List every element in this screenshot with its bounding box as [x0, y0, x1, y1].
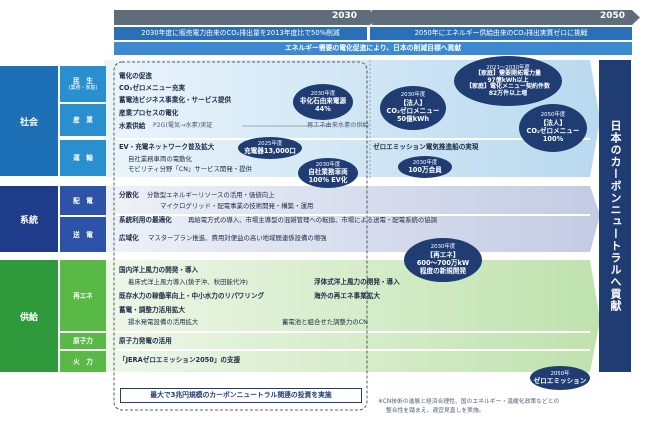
carbon-neutral-contribution-banner: 日本のカーボンニュートラルへ貢献	[599, 60, 631, 372]
bubble-non-fossil-44-year: 2030年度	[310, 90, 336, 97]
subcategory-distribution: 配 電	[60, 186, 106, 215]
supply-item-battery-cn: 蓄電池と組合せた調整力のCN	[282, 318, 368, 326]
bubble-renewable-value: 600～700万kW	[416, 259, 470, 268]
supply-item-offshore-wind: 国内洋上風力の開発・導入	[119, 266, 199, 274]
grid-item-redispatch: 再給電方式の導入、市場主導型の混雑管理への転換、市場による送電・配電系統の協調	[188, 216, 438, 224]
supply-item-pumped-hydro: 揚水発電設備の活用拡大	[128, 318, 199, 326]
bubble-corporate-co2-zero-2050: 2050年度 【法人】 CO₂ゼロメニュー 100%	[519, 104, 587, 152]
bubble-household-contracts-value: 82万件以上増	[488, 89, 528, 97]
society-item-battery-business: 蓄電池ビジネス事業化・サービス提供	[119, 96, 232, 104]
carbon-neutral-contribution-label: 日本のカーボンニュートラルへ貢献	[609, 120, 622, 312]
bubble-corp2030-label: CO₂ゼロメニュー	[386, 107, 440, 116]
subcategory-consumer-label: 民 生	[73, 77, 93, 85]
bubble-renewable-year: 2030年度	[430, 244, 456, 251]
bubble-renewable-segment: 【再エネ】	[426, 250, 460, 259]
grid-item-wide-area: 広域化	[119, 234, 139, 242]
society-item-industrial-electrification: 産業プロセスの電化	[119, 109, 179, 117]
category-grid: 系統	[0, 186, 58, 252]
subcategory-thermal: 火 力	[60, 351, 106, 372]
supply-item-jera: 「JERAゼロエミッション2050」の支援	[119, 356, 241, 364]
category-society: 社会	[0, 66, 58, 176]
goal-2030-banner: 2030年度に販売電力由来のCO₂排出量を2013年度比で50%削減	[114, 27, 367, 40]
bubble-corp2050-segment: 【法人】	[539, 118, 567, 127]
subcategory-consumer-note: (業務・家庭)	[68, 85, 98, 91]
investment-banner: 最大で3兆円規模のカーボンニュートラル関連の投資を実施	[120, 388, 362, 403]
bubble-non-fossil-44-value: 44%	[315, 105, 331, 114]
footnote-line-2: 整合性を踏まえ、適宜見直しを実施。	[386, 408, 485, 414]
bubble-household-demand-value: 97億kWh以上	[487, 76, 529, 84]
subcategory-nuclear: 原子力	[60, 333, 106, 349]
society-item-zero-emission-ship: ゼロエミッション電気推進船の実現	[373, 143, 479, 151]
grid-item-decentralization: 分散化	[119, 191, 139, 199]
bubble-fleet-ev-year: 2030年度	[315, 161, 341, 168]
bubble-zero-emission-label: ゼロエミッション	[533, 377, 587, 386]
bubble-household-contracts-label: 【家庭】電化メニュー契約件数	[465, 83, 550, 91]
subcategory-transport: 運 輸	[60, 140, 106, 176]
society-item-ev-network: EV・充電ネットワーク普及拡大	[119, 143, 215, 151]
bubble-fleet-ev-value: 100% EV化	[308, 176, 348, 185]
supply-item-storage: 蓄電・調整力活用拡大	[119, 306, 185, 314]
bubble-fleet-ev-label: 自社業務車両	[308, 168, 348, 177]
subcategory-transmission: 送 電	[60, 217, 106, 252]
bubble-zero-emission-2050: 2050年 ゼロエミッション	[530, 366, 590, 390]
grid-item-optimization: 系統利用の最適化	[119, 216, 172, 224]
electrification-banner: エネルギー需要の電化促進により、日本の削減目標へ貢献	[114, 42, 632, 55]
category-supply: 供給	[0, 260, 58, 372]
year-2030-label: 2030	[332, 11, 358, 21]
grid-item-microgrid: マイクログリッド・配電事業の技術開発・構築・運用	[160, 202, 314, 210]
society-item-fleet-electrification: 自社業務車両の電動化	[128, 155, 192, 163]
bubble-members-value: 100万会員	[408, 166, 442, 175]
subcategory-consumer: 民 生 (業務・家庭)	[60, 66, 106, 102]
grid-item-der: 分散型エネルギーリソースの活用・価値向上	[147, 191, 275, 199]
bubble-chargers: 2025年度 充電器13,000口	[238, 137, 302, 159]
society-item-p2g: P2G(電気→水素)実証	[153, 122, 213, 129]
bubble-non-fossil-44: 2030年度 非化石由来電源 44%	[293, 84, 353, 120]
footnote-line-1: ※CN技術の進展と経済合理性、国のエネルギー・温暖化政策などとの	[378, 399, 560, 405]
society-item-electrification: 電化の促進	[119, 72, 152, 80]
bubble-corp2030-value: 50億kWh	[396, 115, 430, 124]
bubble-household-demand-label: 【家庭】需要開拓電力量	[474, 70, 541, 78]
grid-item-masterplan: マスタープラン推進、費用対便益の高い地域間連係設備の増強	[148, 234, 327, 242]
bubble-chargers-value: 充電器13,000口	[244, 147, 296, 156]
bubble-chargers-year: 2025年度	[257, 140, 283, 147]
bubble-corp2050-value: 100%	[542, 135, 564, 144]
bubble-renewable-label: 程度の新規開発	[419, 267, 467, 276]
society-item-hydrogen: 水素供給	[119, 122, 146, 130]
bubble-corp2030-year: 2030年度	[400, 92, 426, 99]
bubble-members-year: 2030年度	[412, 159, 438, 166]
bubble-non-fossil-44-label: 非化石由来電源	[299, 97, 347, 106]
bubble-zero-emission-year: 2050年	[550, 370, 570, 377]
subcategory-renewable: 再エネ	[60, 260, 106, 331]
goal-2050-banner: 2050年にエネルギー供給由来のCO₂排出実質ゼロに挑戦	[370, 27, 632, 40]
supply-item-fixed-offshore: 着床式洋上風力導入(銚子沖、秋田能代沖)	[128, 278, 249, 286]
society-item-renewable-hydrogen: 再エネ由来水素の供給	[307, 122, 369, 129]
supply-item-overseas-renewable: 海外の再エネ事業拡大	[314, 292, 380, 300]
society-item-co2-zero-menu: CO₂ゼロメニュー充実	[119, 84, 186, 92]
bubble-household-years: 2021～2030年度	[486, 64, 530, 71]
year-2050-label: 2050	[600, 11, 626, 21]
supply-item-floating-offshore: 浮体式洋上風力の開発・導入	[314, 278, 400, 286]
subcategory-industry: 産 業	[60, 104, 106, 136]
timeline-arrows	[114, 10, 640, 25]
bubble-corp2050-label: CO₂ゼロメニュー	[526, 127, 580, 136]
bubble-members: 2030年度 100万会員	[398, 156, 452, 178]
society-item-mobility-cn: モビリティ分野「CN」サービス開発・提供	[128, 165, 252, 173]
bubble-household-targets: 2021～2030年度 【家庭】需要開拓電力量 97億kWh以上 【家庭】電化メ…	[454, 56, 562, 106]
bubble-corp2030-segment: 【法人】	[399, 98, 427, 107]
bubble-corp2050-year: 2050年度	[540, 112, 566, 119]
supply-item-hydro: 既存水力の稼働率向上・中小水力のリパワリング	[119, 292, 265, 300]
bubble-renewable-development: 2030年度 【再エネ】 600～700万kW 程度の新規開発	[404, 238, 482, 282]
bubble-corporate-co2-zero-2030: 2030年度 【法人】 CO₂ゼロメニュー 50億kWh	[380, 86, 446, 130]
supply-item-nuclear: 原子力発電の活用	[119, 337, 172, 345]
bubble-fleet-ev: 2030年度 自社業務車両 100% EV化	[298, 158, 358, 188]
